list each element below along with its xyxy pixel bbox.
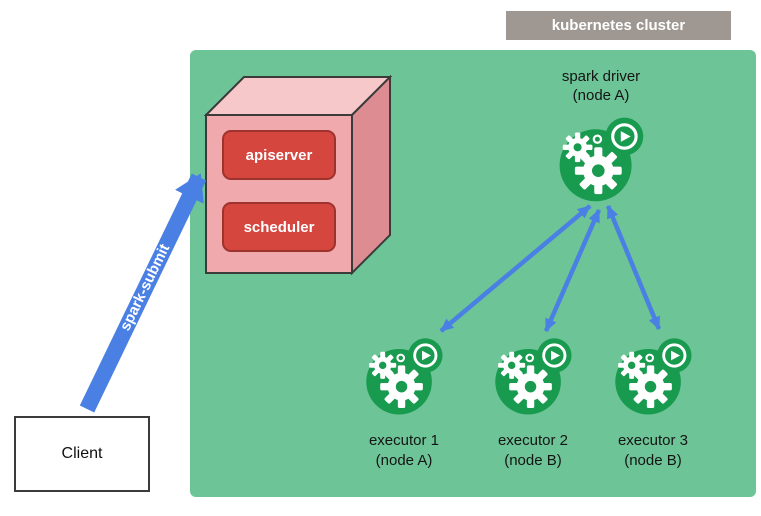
spark-driver-label: spark driver (node A) [525,67,677,105]
client-box: Client [14,416,150,492]
executor-1-label-line1: executor 1 [368,432,440,449]
executor-3-label: executor 3 (node B) [592,431,714,471]
executor-1-icon [363,335,445,417]
executor-3-label-line1: executor 3 [617,432,689,449]
scheduler-box: scheduler [222,202,336,252]
spark-driver-label-line2: (node A) [572,87,630,104]
apiserver-box: apiserver [222,130,336,180]
executor-3-label-line2: (node B) [624,452,682,469]
spark-driver-label-line1: spark driver [561,68,641,85]
spark-submit-label: spark-submit [116,241,174,334]
executor-2-label-line2: (node B) [504,452,562,469]
executor-2-label: executor 2 (node B) [472,431,594,471]
executor-1-label: executor 1 (node A) [343,431,465,471]
executor-2-icon [492,335,574,417]
executor-1-label-line2: (node A) [375,452,433,469]
executor-2-label-line1: executor 2 [497,432,569,449]
executor-3-icon [612,335,694,417]
kubernetes-cluster-badge: kubernetes cluster [506,11,731,40]
spark-submit-arrow [79,173,207,413]
spark-driver-icon [556,114,646,204]
